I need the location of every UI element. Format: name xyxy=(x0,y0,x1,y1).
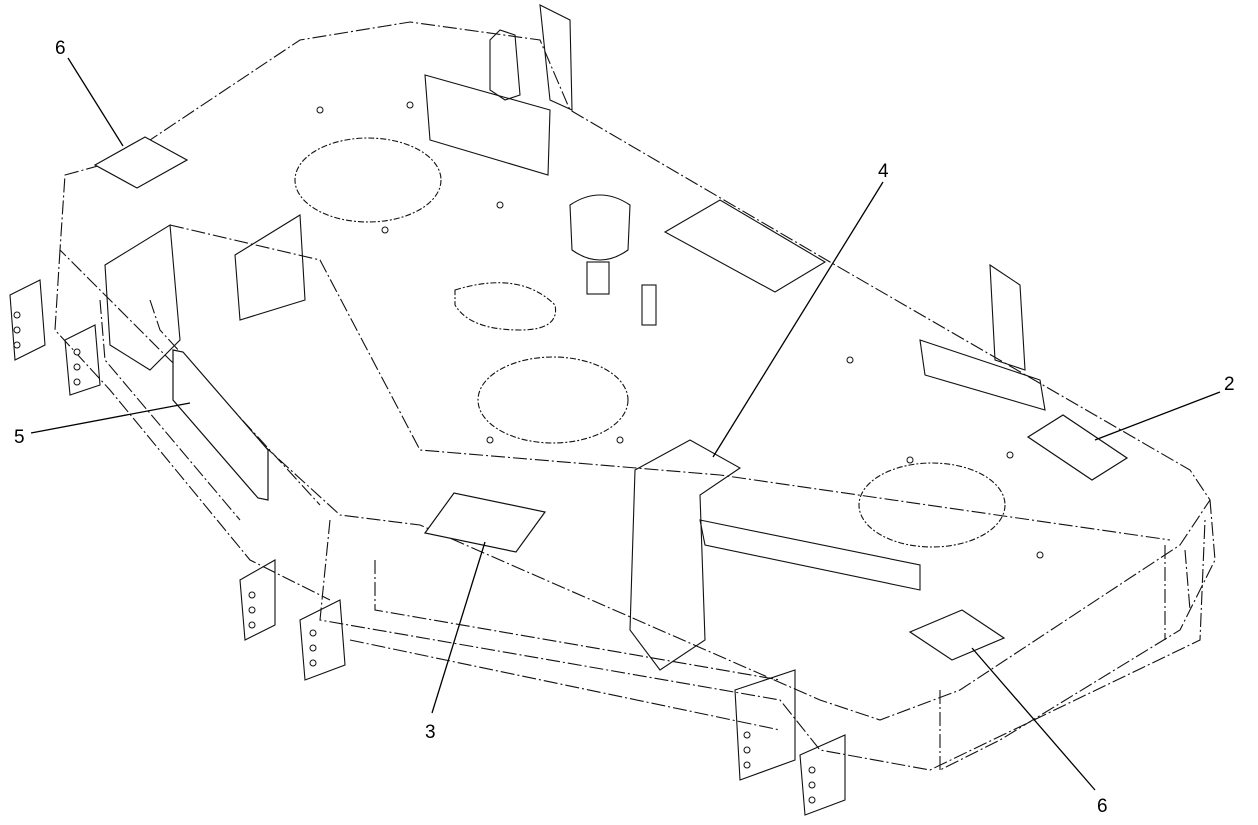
decal-2 xyxy=(1026,414,1129,481)
blade-openings xyxy=(294,137,1006,548)
callout-6-bottom: 6 xyxy=(1097,796,1108,817)
leader-3 xyxy=(431,541,486,714)
callout-4: 4 xyxy=(878,161,889,182)
callout-6-top: 6 xyxy=(55,38,66,59)
decal-3 xyxy=(423,492,547,553)
leader-2 xyxy=(1094,391,1221,441)
decal-6-top xyxy=(93,136,189,189)
leader-6-top xyxy=(67,57,124,147)
leader-4 xyxy=(712,181,884,458)
callout-3: 3 xyxy=(425,722,436,743)
deck-outline xyxy=(54,21,1216,771)
deck-brackets xyxy=(9,4,1046,816)
leader-5 xyxy=(30,402,191,434)
callout-labels: 6 4 2 5 3 6 xyxy=(14,38,1235,817)
decal-5 xyxy=(172,349,269,501)
leader-lines xyxy=(30,57,1221,791)
callout-2: 2 xyxy=(1224,374,1235,395)
spindle-parts xyxy=(569,194,827,326)
callout-5: 5 xyxy=(14,427,25,448)
decal-6-bottom xyxy=(908,609,1006,661)
mounting-holes xyxy=(13,101,1044,804)
leader-6-bottom xyxy=(971,647,1096,791)
decals xyxy=(93,136,1129,661)
